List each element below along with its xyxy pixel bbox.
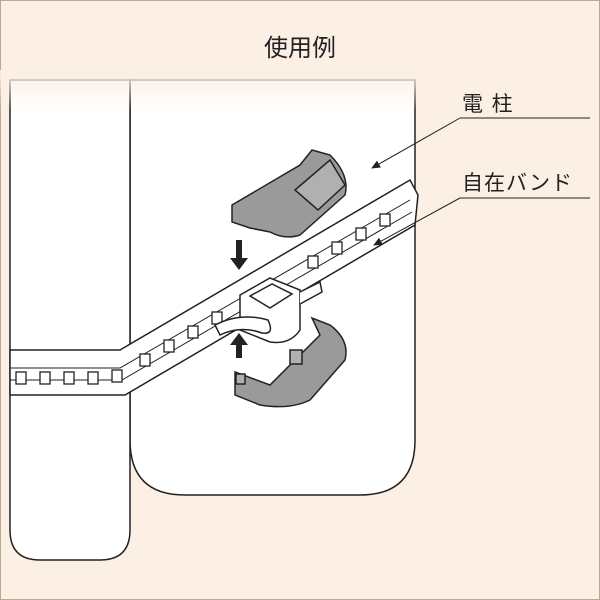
adjustable-band (9, 178, 419, 396)
band-label: 自在バンド (462, 171, 574, 195)
band-leader-line (373, 197, 590, 246)
diagram-title: 使用例 (264, 34, 336, 62)
bottom-cover-part (234, 316, 347, 408)
down-arrow-icon (230, 240, 248, 270)
pole-label: 電 柱 (462, 92, 514, 116)
background-pole (9, 79, 131, 561)
band-clamp (213, 277, 323, 344)
top-cover-part (231, 149, 347, 238)
pole-leader-line (371, 117, 590, 169)
up-arrow-icon (230, 333, 248, 358)
